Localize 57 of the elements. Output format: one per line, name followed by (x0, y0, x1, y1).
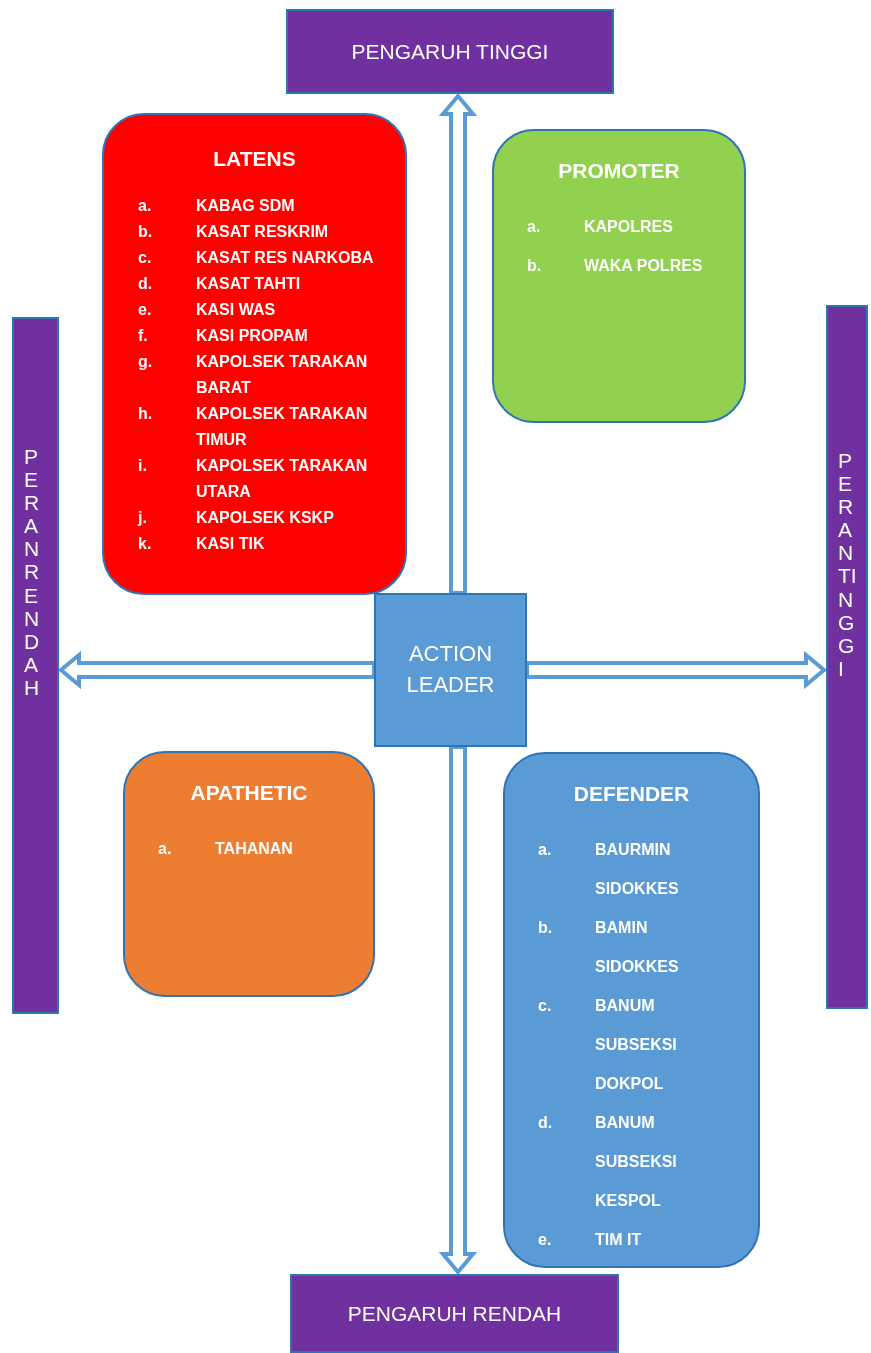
card-heading: DEFENDER (572, 782, 691, 806)
list-item: BANUM SUBSEKSI KESPOL (595, 1113, 678, 1211)
hollow-arrow (525, 650, 828, 690)
category-band: PENGARUH RENDAH (290, 1274, 619, 1353)
quadrant-card (102, 113, 407, 595)
category-band-vertical (826, 305, 868, 1009)
list-item: KASI WAS (196, 300, 277, 320)
list-item: KAPOLRES (584, 217, 674, 237)
hollow-arrow (438, 745, 478, 1276)
quadrant-card (492, 129, 746, 423)
list-marker: e. (138, 300, 152, 320)
list-item: TAHANAN (215, 839, 294, 859)
hollow-arrow (438, 92, 478, 595)
list-marker: i. (138, 456, 147, 476)
list-item: KAPOLSEK TARAKAN BARAT (196, 352, 369, 398)
list-marker: a. (138, 196, 152, 216)
list-item: KASI PROPAM (196, 326, 309, 346)
list-item: KASAT RESKRIM (196, 222, 330, 242)
list-marker: c. (138, 248, 152, 268)
vertical-label: PERAN TINGGI (838, 449, 858, 680)
list-item: KAPOLSEK TARAKAN UTARA (196, 456, 369, 502)
list-marker: g. (138, 352, 153, 372)
list-marker: b. (538, 918, 553, 938)
list-marker: k. (138, 534, 152, 554)
list-item: KASI TIK (196, 534, 266, 554)
list-marker: f. (138, 326, 148, 346)
list-item: BAURMIN SIDOKKES (595, 840, 680, 899)
list-item: TIM IT (595, 1230, 643, 1250)
list-marker: a. (538, 840, 552, 860)
quadrant-card (503, 752, 760, 1268)
card-heading: LATENS (212, 147, 297, 171)
card-heading: APATHETIC (189, 781, 309, 805)
list-marker: h. (138, 404, 153, 424)
list-marker: c. (538, 996, 552, 1016)
vertical-label: PERAN RENDAH (24, 445, 41, 700)
list-item: KASAT RES NARKOBA (196, 248, 375, 268)
list-marker: d. (538, 1113, 553, 1133)
list-marker: e. (538, 1230, 552, 1250)
card-heading: PROMOTER (557, 159, 681, 183)
list-marker: d. (138, 274, 153, 294)
center-box: ACTION LEADER (374, 593, 527, 747)
list-item: KABAG SDM (196, 196, 296, 216)
list-marker: a. (158, 839, 172, 859)
category-band: PENGARUH TINGGI (286, 9, 614, 94)
list-item: BAMIN SIDOKKES (595, 918, 680, 977)
quadrant-card (123, 751, 375, 997)
list-marker: a. (527, 217, 541, 237)
list-item: KAPOLSEK TARAKAN TIMUR (196, 404, 369, 450)
list-marker: j. (138, 508, 147, 528)
list-item: WAKA POLRES (584, 256, 704, 276)
list-marker: b. (527, 256, 542, 276)
list-item: BANUM SUBSEKSI DOKPOL (595, 996, 678, 1094)
hollow-arrow (57, 650, 376, 690)
list-item: KASAT TAHTI (196, 274, 302, 294)
list-item: KAPOLSEK KSKP (196, 508, 335, 528)
category-band-vertical (12, 317, 59, 1014)
list-marker: b. (138, 222, 153, 242)
